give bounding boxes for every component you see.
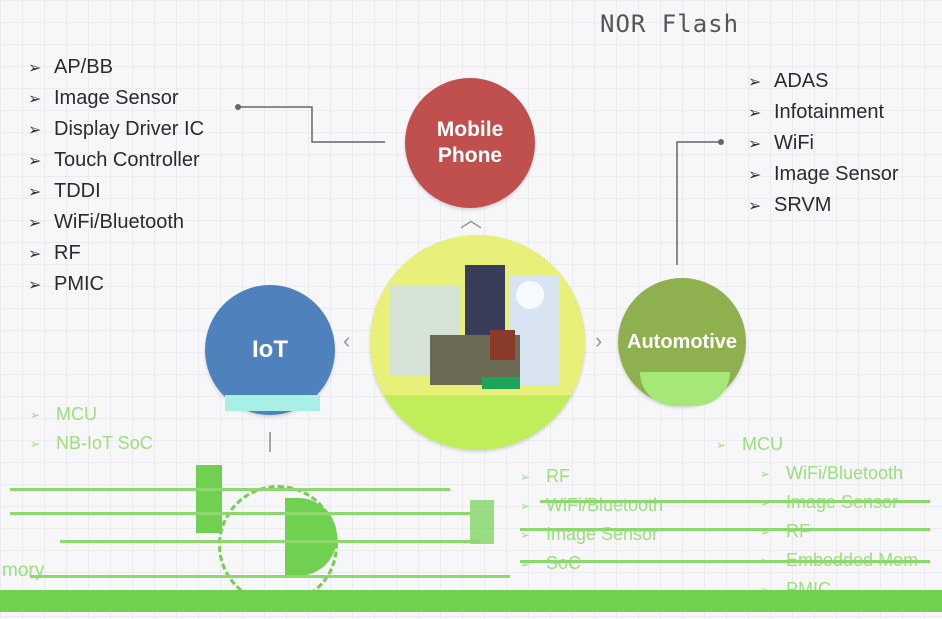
arrow-bullet-icon: ➢ (520, 556, 531, 571)
arrow-bullet-icon: ➢ (28, 276, 42, 294)
fab-photo-circle (370, 235, 585, 450)
list-item: ➢NB-IoT SoC (30, 433, 153, 453)
list-item: ➢RF (520, 466, 570, 486)
artifact-line (60, 540, 480, 543)
arrow-bullet-icon: ➢ (28, 90, 42, 108)
list-item: ➢WiFi (748, 132, 814, 154)
artifact-bottom-bar (0, 590, 942, 612)
iot-circle-artifact (225, 395, 320, 411)
list-item: ➢Touch Controller (28, 149, 200, 171)
arrow-bullet-icon: ➢ (28, 183, 42, 201)
arrow-bullet-icon: ➢ (28, 121, 42, 139)
page-title: NOR Flash (600, 10, 740, 38)
arrow-bullet-icon: ➢ (748, 197, 762, 215)
list-item: ➢RF (28, 242, 81, 264)
artifact-line (520, 528, 930, 531)
list-item: ➢Image Sensor (520, 524, 659, 544)
artifact-block (196, 465, 222, 533)
arrow-bullet-icon: ➢ (520, 498, 531, 513)
arrow-bullet-icon: ➢ (520, 527, 531, 542)
mobile-phone-list: ➢AP/BB ➢Image Sensor ➢Display Driver IC … (28, 52, 204, 300)
artifact-line (10, 512, 470, 515)
arrow-bullet-icon: ➢ (28, 214, 42, 232)
iot-list: ➢MCU ➢NB-IoT SoC (30, 400, 153, 458)
list-item: ➢Image Sensor (28, 87, 179, 109)
automotive-list: ➢ADAS ➢Infotainment ➢WiFi ➢Image Sensor … (748, 66, 899, 221)
memory-fragment: mory (2, 560, 45, 581)
list-item: ➢TDDI (28, 180, 101, 202)
artifact-line (540, 500, 930, 503)
list-item: ➢PMIC (28, 273, 104, 295)
arrow-bullet-icon: ➢ (748, 166, 762, 184)
arrow-bullet-icon: ➢ (748, 135, 762, 153)
list-item: ➢SRVM (748, 194, 832, 216)
artifact-block (470, 500, 494, 544)
arrow-bullet-icon: ➢ (748, 104, 762, 122)
arrow-bullet-icon: ➢ (30, 407, 41, 422)
arrow-bullet-icon: ➢ (30, 436, 41, 451)
list-item: ➢WiFi/Bluetooth (760, 463, 904, 483)
list-item: ➢AP/BB (28, 56, 113, 78)
arrow-bullet-icon: ➢ (716, 437, 727, 452)
arrow-bullet-icon: ➢ (28, 59, 42, 77)
list-item: ➢WiFi/Bluetooth (28, 211, 185, 233)
list-item: ➢Image Sensor (748, 163, 899, 185)
arrow-bullet-icon: ➢ (760, 524, 771, 539)
arrow-bullet-icon: ➢ (760, 466, 771, 481)
chevron-left-icon: ‹ (343, 328, 351, 353)
artifact-line (30, 575, 510, 578)
lower-right-list: ➢MCU ➢WiFi/Bluetooth ➢Image Sensor ➢RF ➢… (716, 430, 918, 604)
artifact-line (520, 560, 930, 563)
arrow-bullet-icon: ➢ (760, 583, 786, 597)
chevron-right-icon: › (595, 328, 603, 353)
arrow-bullet-icon: ➢ (28, 152, 42, 170)
list-item: ➢WiFi/Bluetooth (520, 495, 664, 515)
arrow-bullet-icon: ➢ (520, 469, 531, 484)
list-item: ➢Display Driver IC (28, 118, 205, 140)
iot-circle: IoT (205, 285, 335, 415)
fab-photo-image (370, 235, 585, 450)
list-item: ➢ADAS (748, 70, 829, 92)
arrow-bullet-icon: ➢ (28, 245, 42, 263)
list-item: ➢SoC (520, 553, 582, 573)
arrow-bullet-icon: ➢ (748, 73, 762, 91)
list-item: ➢MCU (716, 434, 783, 454)
list-item: ➢MCU (30, 404, 97, 424)
chevron-up-icon: ︿ (460, 207, 483, 232)
list-item: ➢Infotainment (748, 101, 885, 123)
artifact-line (10, 488, 450, 491)
list-item: ➢RF (760, 521, 810, 541)
